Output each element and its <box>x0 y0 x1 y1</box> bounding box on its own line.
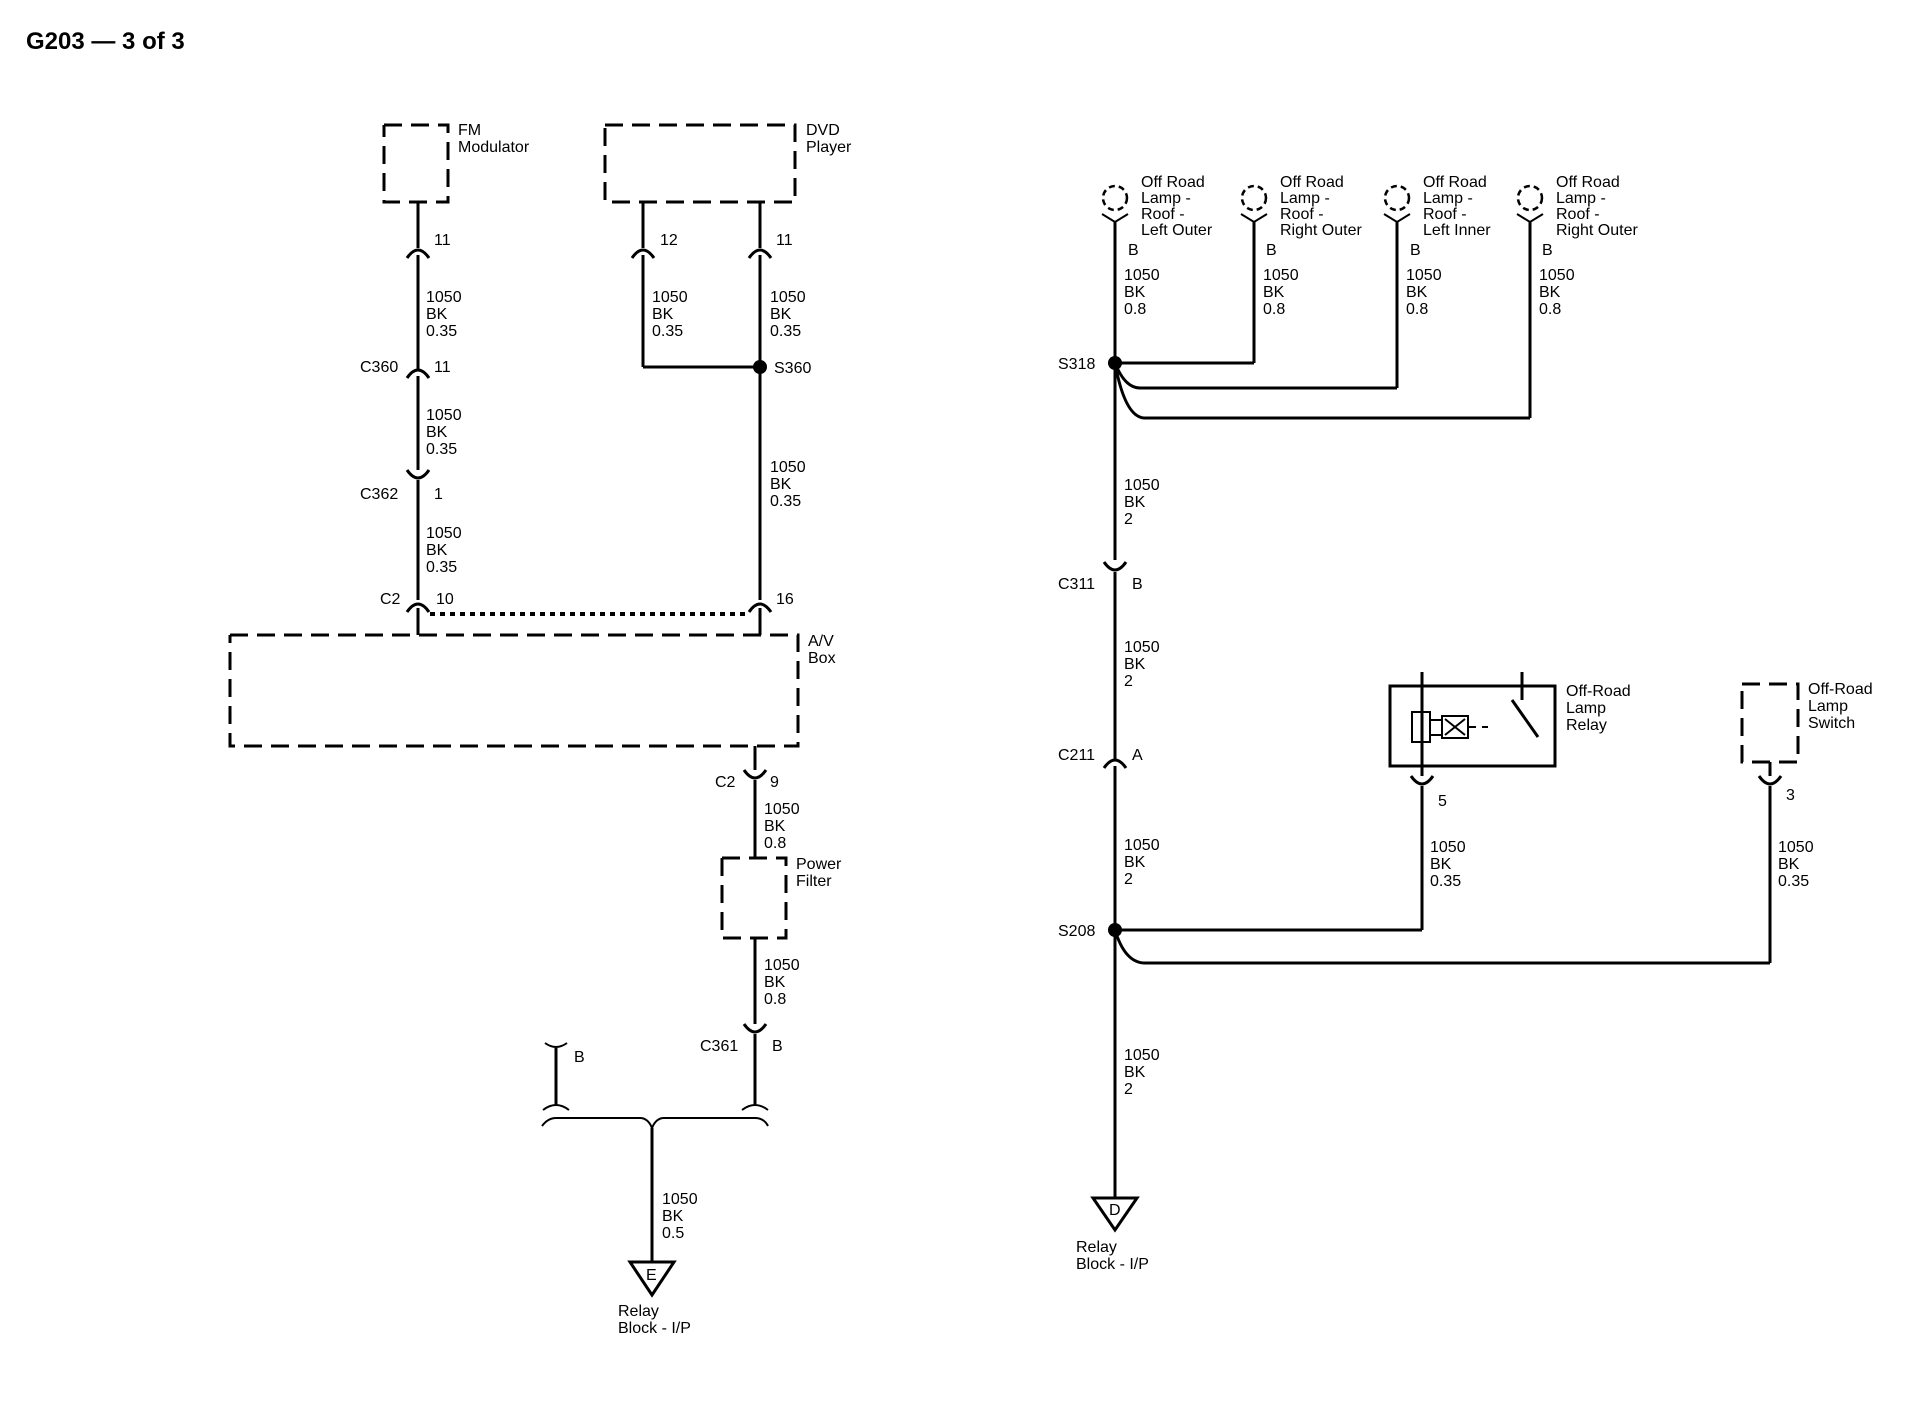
wire-label: 1050 BK 0.35 <box>770 289 810 340</box>
connector-label: C360 <box>360 359 398 376</box>
lamp-label: Off Road Lamp - Roof - Left Inner <box>1423 174 1491 239</box>
wire-label: 1050 BK 2 <box>1124 477 1164 528</box>
fm-pin-11-connector <box>405 248 431 259</box>
switch-label: Off-Road Lamp Switch <box>1808 681 1877 732</box>
lamp-label: Off Road Lamp - Roof - Right Outer <box>1280 174 1362 239</box>
wire-label: 1050 BK 0.35 <box>426 525 466 576</box>
dvd-player-label: DVD Player <box>806 122 852 156</box>
splice-label: S208 <box>1058 923 1095 940</box>
lamp-label: Off Road Lamp - Roof - Right Outer <box>1556 174 1638 239</box>
connector-label: C362 <box>360 486 398 503</box>
splice-label: S318 <box>1058 356 1095 373</box>
off-road-lamp-switch: Off-Road Lamp Switch <box>1740 681 1877 764</box>
pin-label: B <box>1266 242 1277 259</box>
pin-label: 11 <box>434 359 451 376</box>
ground-d: D Relay Block - I/P <box>1076 1196 1149 1273</box>
wire-label: 1050 BK 0.8 <box>764 957 804 1008</box>
ground-e-label: Relay Block - I/P <box>618 1303 691 1337</box>
pin-label: 16 <box>776 591 794 608</box>
relay-ground-circuit: 5 1050 BK 0.35 <box>1115 766 1470 932</box>
av-box-ground-circuit: C2 9 1050 BK 0.8 <box>715 746 804 858</box>
lamp-right-outer-2: Off Road Lamp - Roof - Right Outer <box>1516 174 1638 239</box>
pin-label: B <box>1542 242 1553 259</box>
dvd-pin-11-circuit: 11 1050 BK 0.35 S360 1050 BK 0.35 16 <box>747 202 811 635</box>
pin-label: 11 <box>434 232 451 249</box>
wire-label: 1050 BK 0.35 <box>770 459 810 510</box>
dvd-player: DVD Player <box>603 122 852 204</box>
pin-label: 1 <box>434 486 443 503</box>
switch-ground-circuit: 3 1050 BK 0.35 <box>1113 762 1818 965</box>
connector-label: C311 <box>1058 576 1095 593</box>
wire-label: 1050 BK 0.8 <box>764 801 804 852</box>
ground-d-symbol <box>1090 1196 1140 1233</box>
connector-label: C2 <box>715 774 736 791</box>
wire-label: 1050 BK 2 <box>1124 639 1164 690</box>
ground-d-label: Relay Block - I/P <box>1076 1239 1149 1273</box>
lamp-ground-circuits: B B B B 1050 BK 0.8 1050 BK 0.8 1050 BK … <box>1113 222 1579 420</box>
wire-label: 1050 BK 2 <box>1124 1047 1164 1098</box>
pin-label: B <box>574 1049 585 1066</box>
dvd-pin-12-circuit: 12 1050 BK 0.35 <box>630 202 760 369</box>
fm-modulator-ground-circuit: 11 1050 BK 0.35 C360 11 1050 BK 0.35 C36… <box>360 202 466 635</box>
power-filter-label: Power Filter <box>796 856 846 890</box>
c362-connector <box>405 469 431 480</box>
s360-splice <box>753 360 767 374</box>
connector-label: C361 <box>700 1038 738 1055</box>
stub-b-circuit: B <box>542 1042 585 1111</box>
av-box-label: A/V Box <box>808 633 838 667</box>
pin-label: 9 <box>770 774 779 791</box>
pin-label: A <box>1132 747 1143 764</box>
wire-label: 1050 BK 0.35 <box>426 407 466 458</box>
c311-connector <box>1102 561 1128 572</box>
c211-connector <box>1102 758 1128 769</box>
fm-modulator: FM Modulator <box>382 122 530 204</box>
page-title: G203 — 3 of 3 <box>26 28 185 55</box>
lamp-left-outer: Off Road Lamp - Roof - Left Outer <box>1101 174 1213 239</box>
pin-label: B <box>1410 242 1421 259</box>
power-filter: Power Filter <box>720 856 846 940</box>
wire-label: 1050 BK 0.35 <box>1430 839 1470 890</box>
wire-label: 1050 BK 0.8 <box>1263 267 1303 318</box>
wire-label: 1050 BK 0.8 <box>1539 267 1579 318</box>
pin-label: B <box>1128 242 1139 259</box>
c360-connector <box>405 368 431 379</box>
relay-label: Off-Road Lamp Relay <box>1566 683 1635 734</box>
lamp-label: Off Road Lamp - Roof - Left Outer <box>1141 174 1213 239</box>
connector-label: C211 <box>1058 747 1095 764</box>
pin-label: B <box>1132 576 1143 593</box>
lamp-right-outer-1: Off Road Lamp - Roof - Right Outer <box>1240 174 1362 239</box>
pin-label: 5 <box>1438 793 1447 810</box>
connector-label: C2 <box>380 591 401 608</box>
splice-label: S360 <box>774 360 811 377</box>
wire-label: 1050 BK 0.35 <box>426 289 466 340</box>
ground-e-symbol <box>627 1260 677 1298</box>
wire-label: 1050 BK 2 <box>1124 837 1164 888</box>
off-road-lamp-relay: Off-Road Lamp Relay <box>1388 672 1635 768</box>
ground-letter: D <box>1109 1202 1121 1219</box>
pin-label: 10 <box>436 591 454 608</box>
wire-label: 1050 BK 0.35 <box>652 289 692 340</box>
wire-label: 1050 BK 0.8 <box>1124 267 1164 318</box>
lamp-left-inner: Off Road Lamp - Roof - Left Inner <box>1383 174 1491 239</box>
c2-pin-10-connector <box>405 602 431 613</box>
wire-label: 1050 BK 0.5 <box>662 1191 702 1242</box>
wire-label: 1050 BK 0.8 <box>1406 267 1446 318</box>
pin-label: 11 <box>776 232 793 249</box>
wire-label: 1050 BK 0.35 <box>1778 839 1818 890</box>
pin-label: B <box>772 1038 783 1055</box>
s318-splice <box>1108 356 1122 370</box>
pin-label: 3 <box>1786 787 1795 804</box>
pin-label: 12 <box>660 232 678 249</box>
ground-e-circuit: 1050 BK 0.5 E Relay Block - I/P <box>541 1117 769 1337</box>
power-filter-ground-circuit: 1050 BK 0.8 C361 B <box>700 938 804 1111</box>
av-box: A/V Box <box>228 633 838 748</box>
ground-letter: E <box>646 1267 657 1284</box>
fm-modulator-label: FM Modulator <box>458 122 530 156</box>
main-ground-trunk: S318 1050 BK 2 C311 B 1050 BK 2 C211 A 1… <box>1058 356 1164 1198</box>
